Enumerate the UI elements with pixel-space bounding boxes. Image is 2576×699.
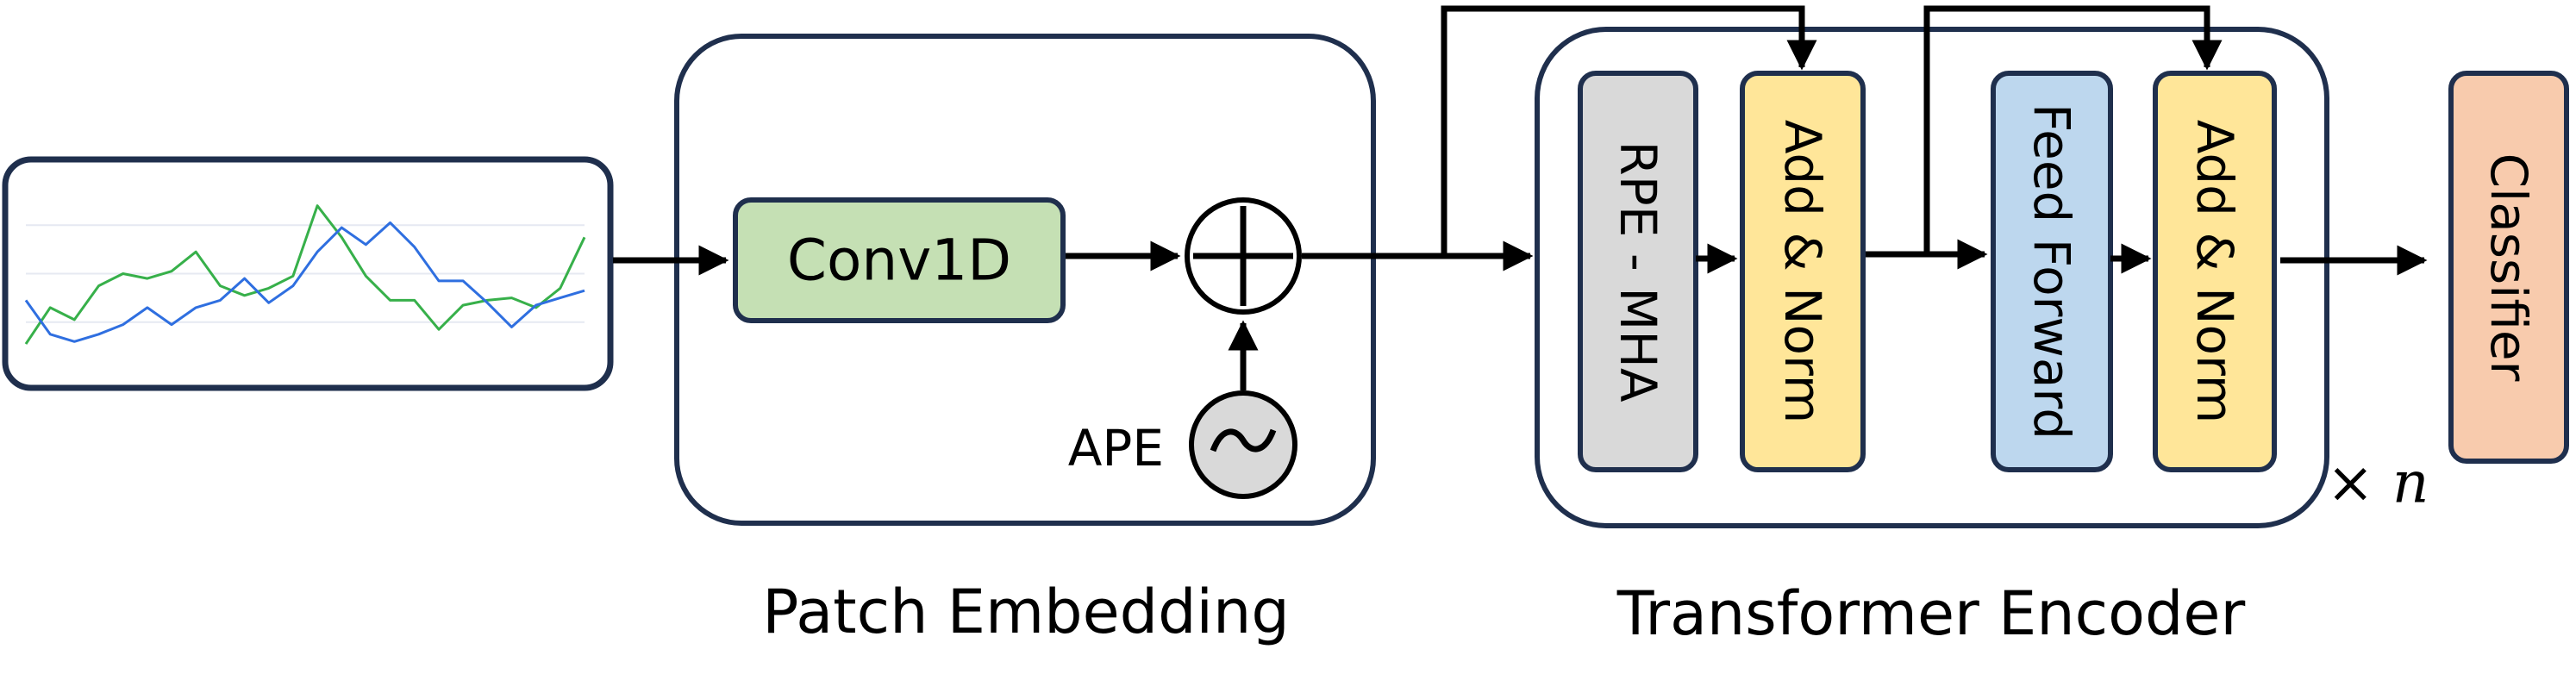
transformer-encoder-block: RPE - MHA Add & Norm Feed Forward Add & …	[1535, 27, 2429, 649]
signal-gridlines	[26, 224, 585, 323]
conv1d-block	[733, 197, 1066, 323]
signal-series-line-2	[24, 221, 585, 343]
ape-label: APE	[1068, 419, 1164, 477]
transformer-encoder-caption: Transformer Encoder	[1616, 578, 2246, 649]
conv1d-label: Conv1D	[787, 228, 1011, 294]
input-signal-panel	[2, 156, 614, 391]
classifier-block-group: Classifier	[2448, 71, 2569, 464]
signal-series-line-1	[24, 204, 586, 345]
add-norm-label-1: Add & Norm	[1773, 120, 1832, 424]
wave-icon	[1210, 428, 1277, 452]
rpe-mha-block	[1578, 71, 1698, 472]
feed-forward-label: Feed Forward	[2023, 103, 2081, 440]
transformer-encoder-frame	[1535, 27, 2329, 528]
residual-connection-2	[1923, 5, 2223, 254]
add-norm-label-2: Add & Norm	[2185, 120, 2244, 424]
repeat-label: × n	[2327, 450, 2429, 516]
classifier-label: Classifier	[2479, 153, 2538, 382]
add-norm-block-2	[2153, 71, 2277, 472]
classifier-block	[2448, 71, 2569, 464]
add-norm-block-1	[1740, 71, 1866, 472]
residual-connection-1	[1441, 5, 1817, 256]
connectors	[613, 5, 2428, 390]
patch-embedding-caption: Patch Embedding	[762, 577, 1290, 647]
rpe-mha-label: RPE - MHA	[1609, 140, 1667, 402]
patch-embedding-block: Conv1D APE Patch Embedding	[674, 34, 1376, 647]
feed-forward-block	[1991, 71, 2113, 472]
signal-lines	[24, 204, 586, 345]
